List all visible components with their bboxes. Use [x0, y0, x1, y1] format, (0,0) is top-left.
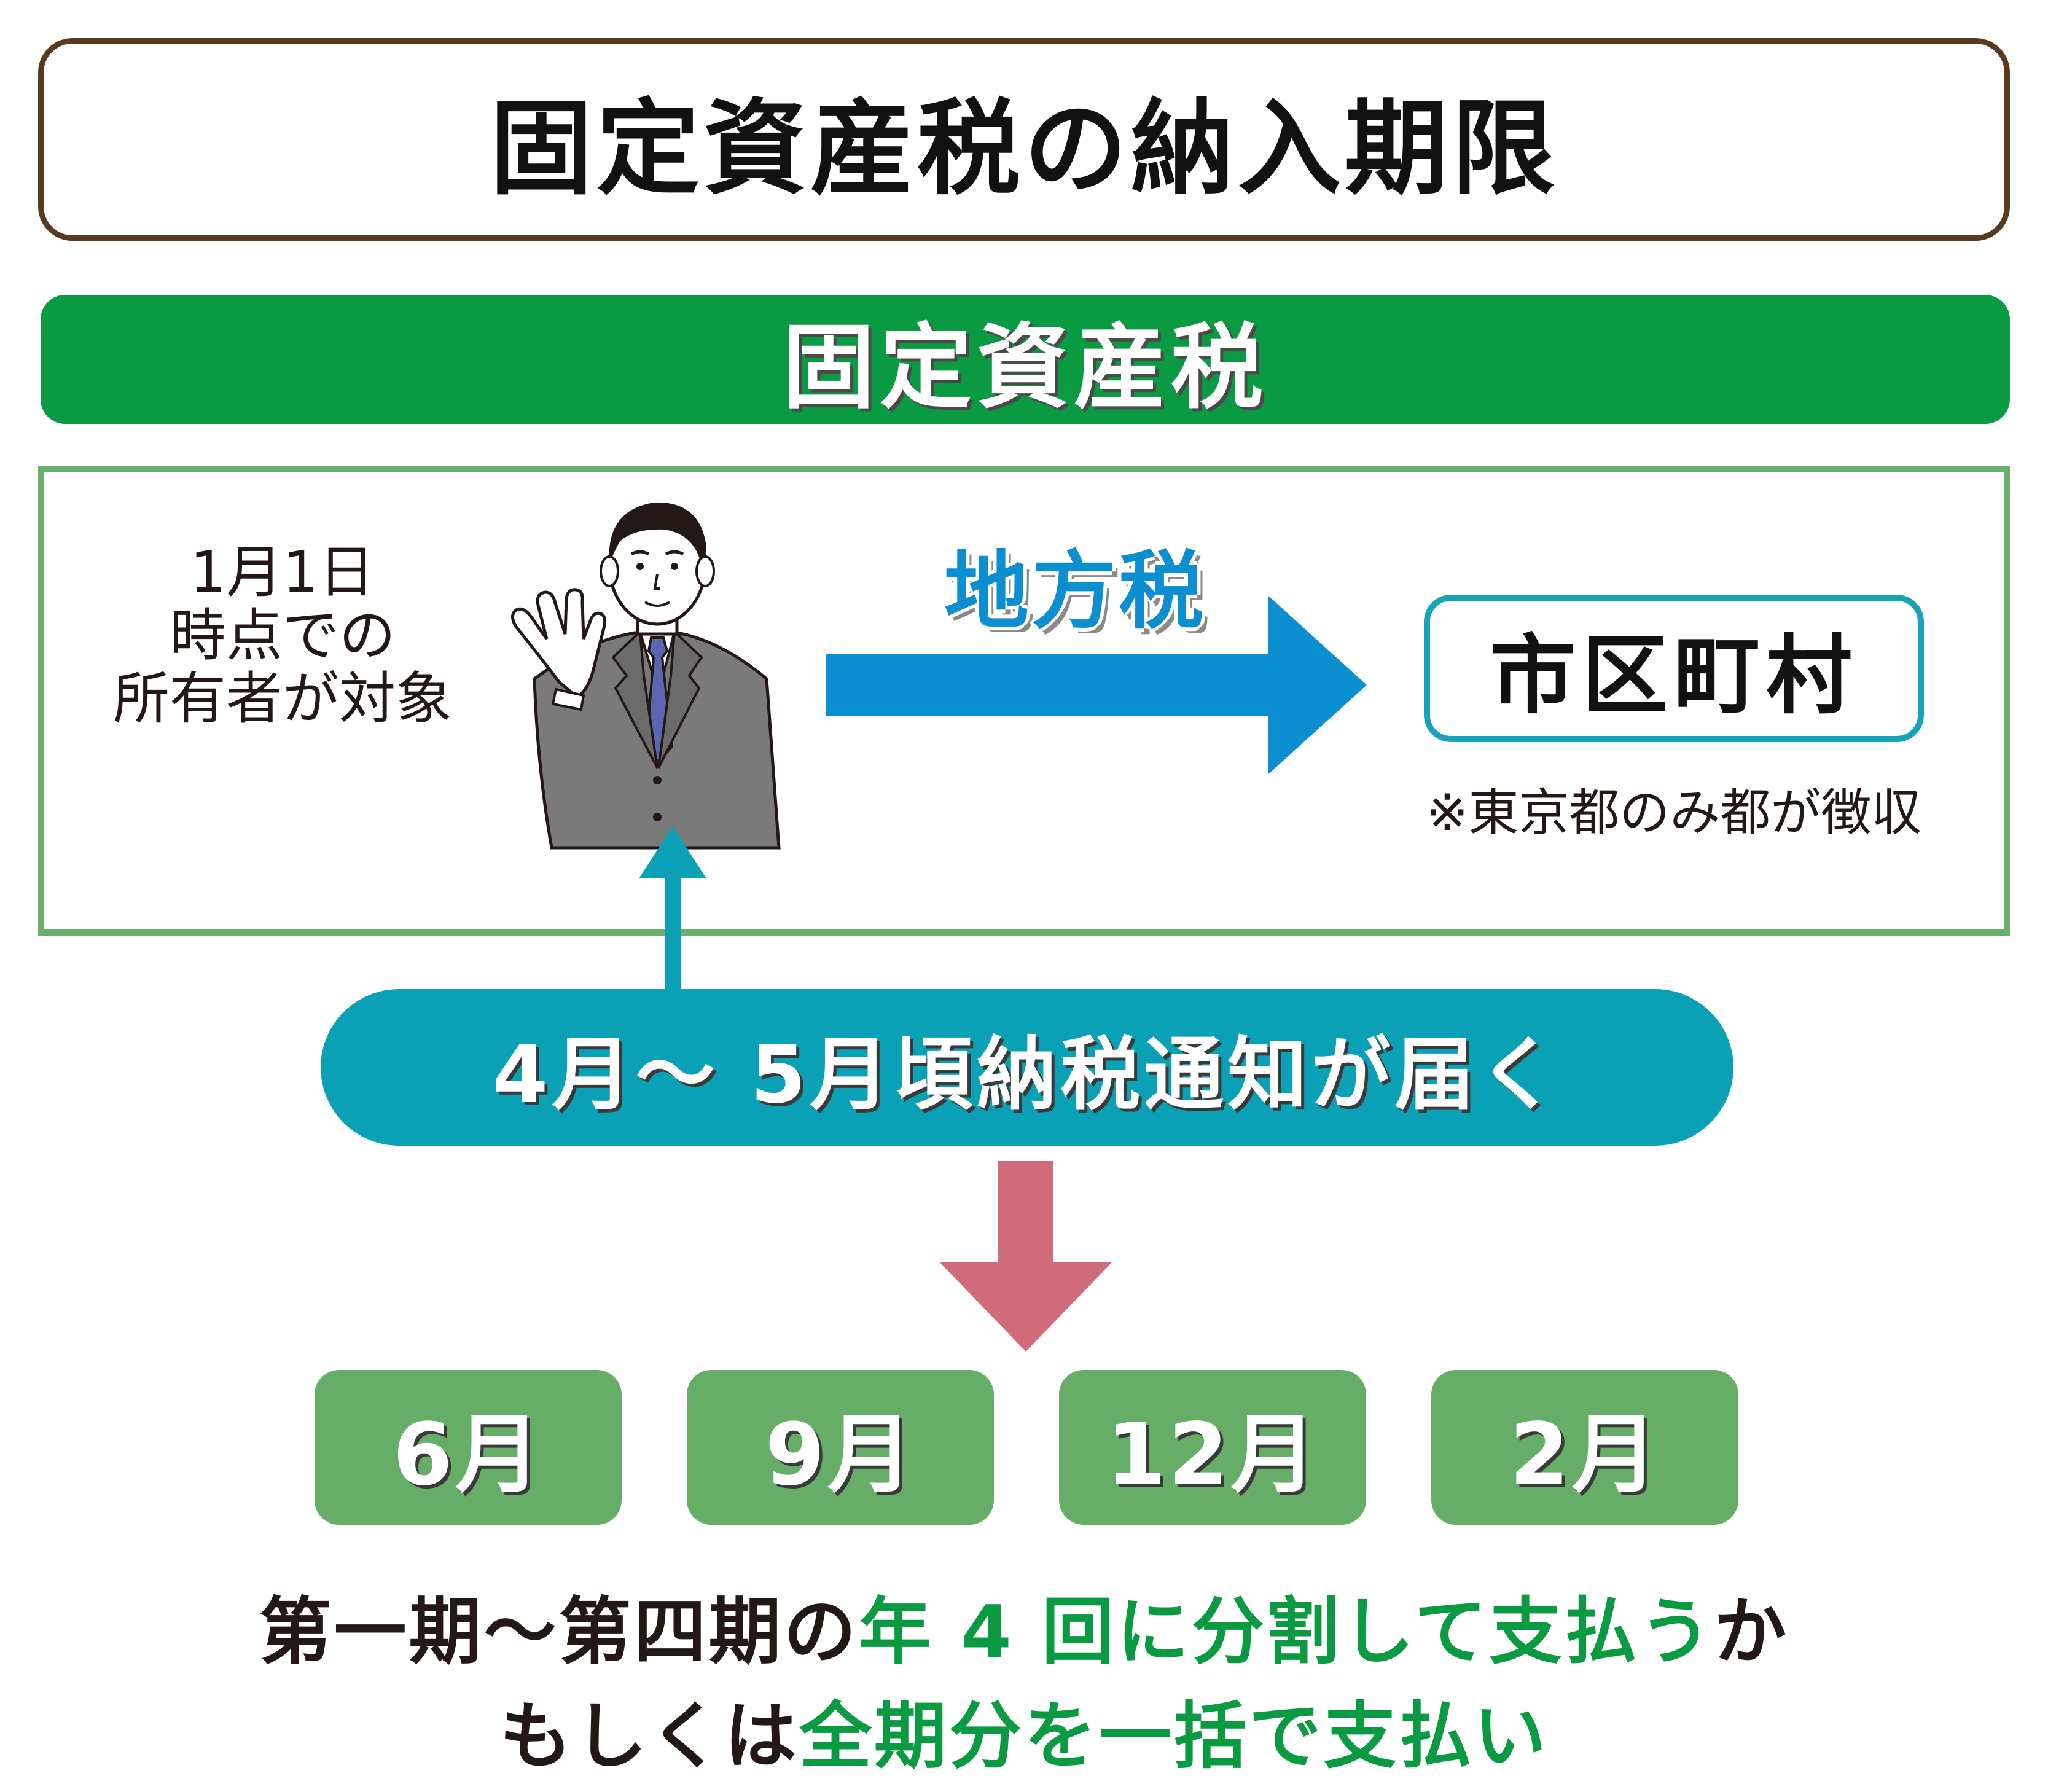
- target-line-timing: 時点での: [169, 603, 396, 669]
- municipality-note: ※東京都のみ都が徴収: [1426, 783, 1922, 842]
- tax-notice-label: 4月～ 5月頃納税通知が届く: [492, 1027, 1562, 1121]
- month-label: 2月: [1509, 1405, 1660, 1505]
- title-box: 固定資産税の納入期限: [38, 38, 2010, 241]
- month-label: 6月: [393, 1405, 544, 1505]
- tax-notice-pill: 4月～ 5月頃納税通知が届く: [321, 989, 1733, 1146]
- tax-type-label: 地方税: [944, 542, 1206, 641]
- summary-lump-sum-text: 全期分を一括で支払い: [799, 1693, 1549, 1778]
- month-label: 12月: [1106, 1405, 1319, 1505]
- arrow-right-icon: [826, 596, 1367, 774]
- month-label: 9月: [765, 1405, 916, 1505]
- summary-line-2: もしくは 全期分を一括で支払い: [0, 1677, 2048, 1782]
- summary-alternative-text: もしくは: [499, 1693, 799, 1778]
- summary-line-1: 第一期～第四期の 年 4 回に分割して支払う か: [0, 1573, 2048, 1677]
- section-header: 固定資産税: [41, 295, 2010, 424]
- target-line-date: 1月1日: [190, 539, 375, 605]
- month-box-4: 2月: [1431, 1370, 1738, 1525]
- arrow-down-icon: [940, 1161, 1112, 1352]
- arrow-up-icon: [639, 826, 706, 995]
- municipality-box: 市区町村: [1424, 595, 1924, 742]
- page-title: 固定資産税の納入期限: [490, 88, 1558, 209]
- summary-installment-text: 年 4 回に分割して支払う: [858, 1589, 1714, 1674]
- municipality-label: 市区町村: [1489, 626, 1858, 726]
- summary-or-text: か: [1714, 1589, 1789, 1674]
- businessman-waving-icon: [511, 502, 781, 850]
- month-box-2: 9月: [687, 1370, 994, 1525]
- month-box-1: 6月: [315, 1370, 622, 1525]
- target-owner-text: 1月1日 時点での 所有者が対象: [61, 541, 504, 799]
- summary-period-text: 第一期～第四期の: [259, 1589, 859, 1674]
- month-box-3: 12月: [1059, 1370, 1366, 1525]
- target-line-owner: 所有者が対象: [112, 666, 452, 732]
- section-header-label: 固定資産税: [782, 314, 1268, 421]
